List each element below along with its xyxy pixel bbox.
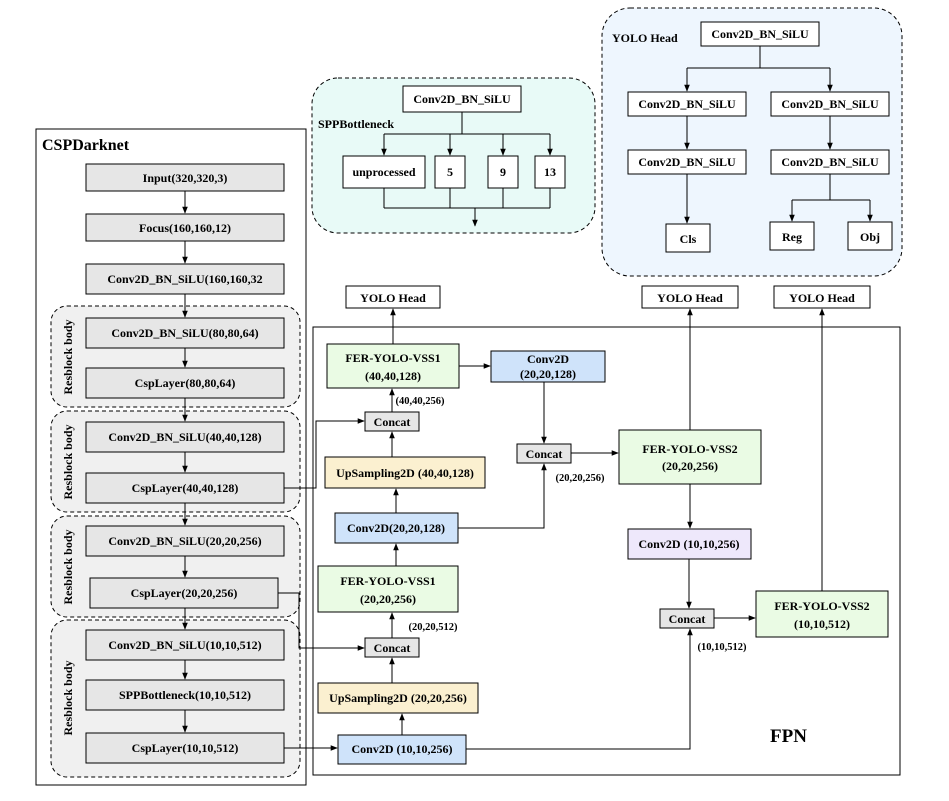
- sppbottleneck-box: SPPBottleneck(10,10,512): [119, 688, 251, 702]
- backbone-to-fpn-connectors: [278, 418, 365, 751]
- resblock-label-4: Resblock body: [61, 660, 75, 735]
- spp-connectors: [381, 112, 553, 227]
- yolo-head-left-conv1: Conv2D_BN_SiLU: [638, 97, 736, 111]
- resblock-label-3: Resblock body: [61, 529, 75, 604]
- conv-20-box: Conv2D_BN_SiLU(20,20,256): [108, 534, 261, 548]
- dim-label-20-256: (20,20,256): [556, 473, 605, 484]
- concat-40: Concat: [374, 415, 411, 429]
- spp-panel: SPPBottleneck Conv2D_BN_SiLU unprocessed…: [311, 77, 596, 234]
- conv-10-box: Conv2D_BN_SiLU(10,10,512): [108, 638, 261, 652]
- yolo-head-top-box: Conv2D_BN_SiLU: [711, 27, 809, 41]
- csplayer-10-box: CspLayer(10,10,512): [132, 741, 239, 755]
- focus-box: Focus(160,160,12): [139, 221, 231, 235]
- vss2-20-dims: (20,20,256): [662, 459, 718, 473]
- vss2-10-dims: (10,10,512): [794, 617, 850, 631]
- yolo-head-obj-box: Obj: [860, 230, 880, 244]
- conv-stem-box: Conv2D_BN_SiLU(160,160,32: [107, 272, 262, 286]
- concat-20: Concat: [526, 447, 563, 461]
- yolo-head-right-conv1: Conv2D_BN_SiLU: [781, 97, 879, 111]
- yolo-head-connectors: [684, 46, 873, 224]
- conv2d-10-down: Conv2D (10,10,256): [639, 537, 740, 551]
- conv-80-box: Conv2D_BN_SiLU(80,80,64): [111, 326, 258, 340]
- conv2d-20-down-dims: (20,20,128): [520, 367, 576, 381]
- dim-label-20-512: (20,20,512): [409, 622, 458, 633]
- yolo-head-title: YOLO Head: [612, 31, 678, 45]
- vss2-10-title: FER-YOLO-VSS2: [774, 599, 869, 613]
- yolo-head-label-1: YOLO Head: [360, 291, 426, 305]
- vss1-40-dims: (40,40,128): [365, 369, 421, 383]
- yolo-head-reg-box: Reg: [782, 230, 802, 244]
- conv2d-10-256: Conv2D (10,10,256): [352, 742, 453, 756]
- concat-10: Concat: [669, 612, 706, 626]
- upsampling-40: UpSampling2D (40,40,128): [336, 466, 474, 480]
- cspdarknet-title: CSPDarknet: [42, 137, 130, 154]
- upsampling-20: UpSampling2D (20,20,256): [329, 691, 467, 705]
- yolo-head-cls-box: Cls: [680, 232, 697, 246]
- conv-40-box: Conv2D_BN_SiLU(40,40,128): [108, 430, 261, 444]
- spp-unprocessed-box: unprocessed: [352, 165, 415, 179]
- spp-k9-box: 9: [500, 165, 506, 179]
- csplayer-40-box: CspLayer(40,40,128): [132, 481, 239, 495]
- yolo-head-panel: YOLO Head Conv2D_BN_SiLU Conv2D_BN_SiLU …: [601, 7, 903, 277]
- spp-top-box: Conv2D_BN_SiLU: [413, 92, 511, 106]
- spp-title: SPPBottleneck: [318, 117, 394, 131]
- yolo-head-left-conv2: Conv2D_BN_SiLU: [638, 155, 736, 169]
- vss1-20-dims: (20,20,256): [360, 592, 416, 606]
- vss1-40-title: FER-YOLO-VSS1: [345, 351, 440, 365]
- input-box: Input(320,320,3): [143, 171, 228, 185]
- vss1-20-title: FER-YOLO-VSS1: [340, 574, 435, 588]
- fpn-panel: FPN YOLO Head YOLO Head YOLO Head FER-YO…: [312, 285, 901, 776]
- fpn-title: FPN: [770, 726, 807, 747]
- resblock-label-2: Resblock body: [61, 424, 75, 499]
- concat-20-lower: Concat: [374, 641, 411, 655]
- vss2-20-title: FER-YOLO-VSS2: [642, 442, 737, 456]
- yolo-head-label-3: YOLO Head: [789, 291, 855, 305]
- yolo-head-right-conv2: Conv2D_BN_SiLU: [781, 155, 879, 169]
- cspdarknet-panel: CSPDarknet Resblock body Resblock body R…: [35, 128, 307, 786]
- conv2d-20-down-title: Conv2D: [527, 352, 569, 366]
- spp-k13-box: 13: [544, 165, 556, 179]
- dim-label-10-512: (10,10,512): [698, 642, 747, 653]
- csplayer-80-box: CspLayer(80,80,64): [135, 376, 236, 390]
- dim-label-40-256: (40,40,256): [396, 396, 445, 407]
- resblock-label-1: Resblock body: [61, 319, 75, 394]
- spp-k5-box: 5: [447, 165, 453, 179]
- yolo-head-label-2: YOLO Head: [657, 291, 723, 305]
- fpn-connectors: [389, 308, 825, 750]
- csplayer-20-box: CspLayer(20,20,256): [131, 586, 238, 600]
- conv2d-20-128: Conv2D(20,20,128): [347, 521, 445, 535]
